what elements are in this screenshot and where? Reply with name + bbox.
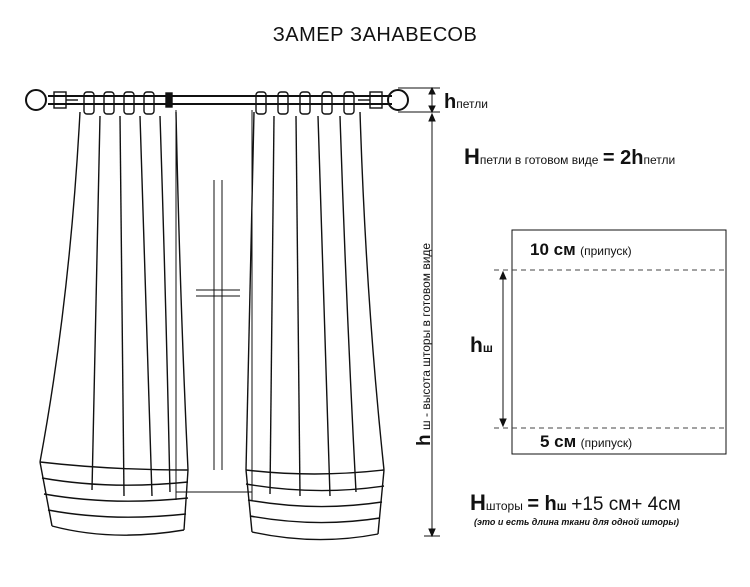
loop-height-marker bbox=[398, 86, 440, 114]
curtain-formula: Hшторы = hш +15 см+ 4см bbox=[470, 490, 681, 515]
curtain-rod bbox=[25, 89, 409, 111]
top-allowance: 10 см (припуск) bbox=[530, 240, 632, 259]
loop-height-label: hпетли bbox=[444, 91, 488, 113]
curtain-formula-note: (это и есть длина ткани для одной шторы) bbox=[474, 517, 680, 527]
right-curtain bbox=[245, 111, 385, 541]
left-curtain bbox=[39, 111, 189, 536]
window-frame bbox=[175, 110, 253, 500]
curtain-height-marker bbox=[424, 112, 440, 538]
bottom-allowance: 5 см (припуск) bbox=[540, 432, 633, 451]
panel-height-label: hш bbox=[470, 334, 493, 357]
loop-formula: Hпетли в готовом виде = 2hпетли bbox=[464, 144, 676, 169]
curtain-height-label: h ш - высота шторы в готовом виде bbox=[414, 242, 435, 446]
curtain-loops bbox=[83, 91, 355, 115]
diagram-title: ЗАМЕР ЗАНАВЕСОВ bbox=[272, 24, 478, 46]
fabric-panel bbox=[494, 229, 727, 455]
